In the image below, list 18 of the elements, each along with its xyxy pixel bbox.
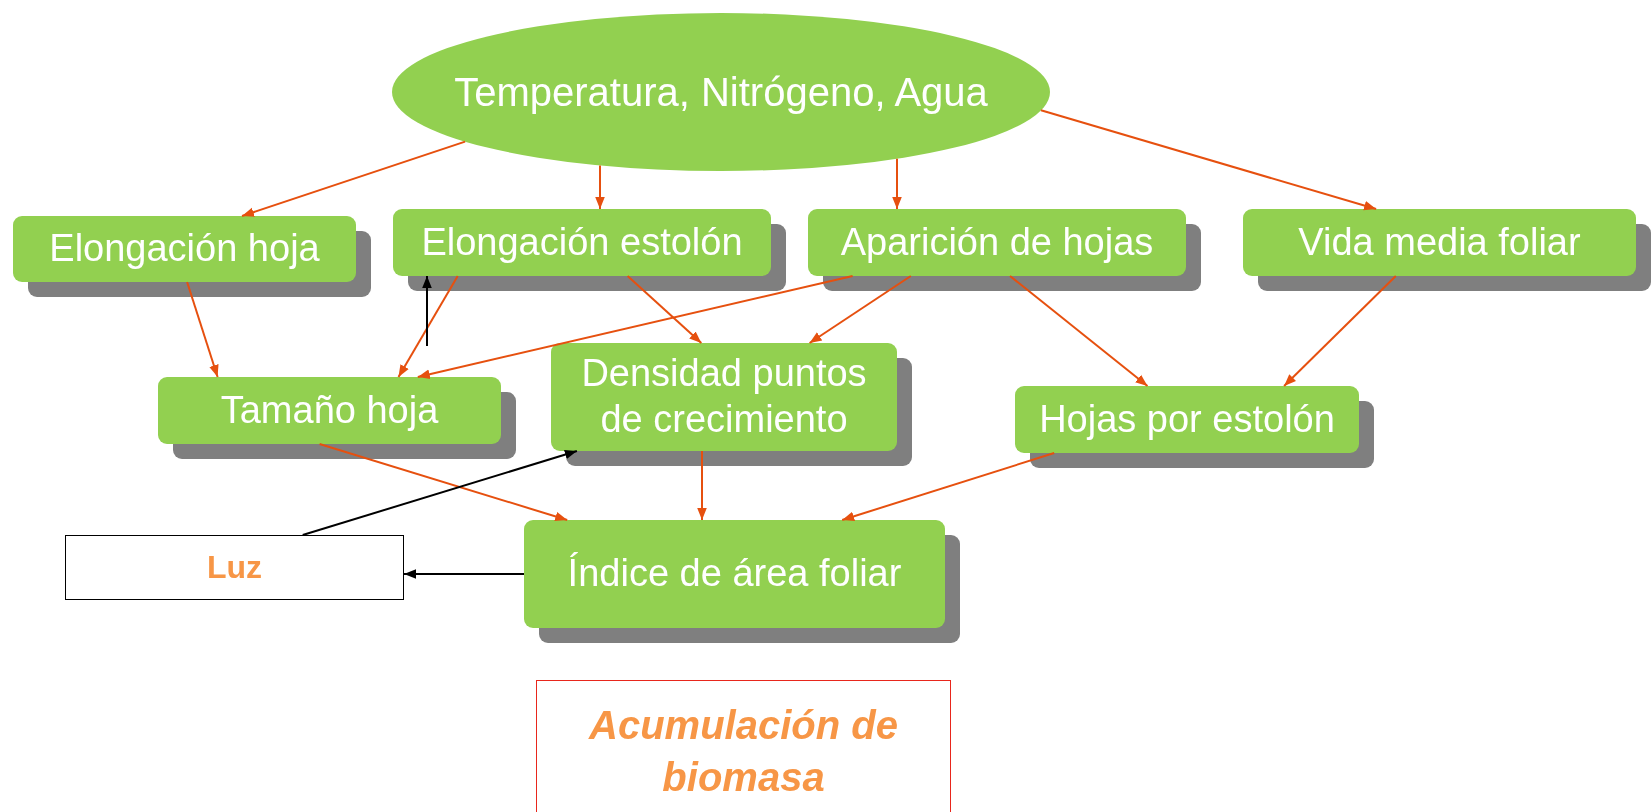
factor-ellipse — [392, 13, 1050, 171]
arrow — [841, 452, 1056, 521]
node-text: Temperatura, Nitrógeno, Agua — [454, 69, 988, 115]
arrow — [1040, 109, 1378, 211]
arrow — [301, 449, 578, 536]
arrow — [403, 569, 525, 579]
arrow — [422, 275, 432, 347]
result-box: Acumulación de biomasa — [536, 680, 951, 812]
arrow — [1283, 275, 1397, 387]
arrow — [416, 275, 854, 379]
arrow — [595, 164, 605, 210]
arrow — [697, 450, 707, 521]
arrow — [892, 157, 902, 210]
arrow — [241, 140, 467, 217]
arrow — [186, 281, 219, 378]
arrow — [397, 275, 459, 378]
arrow — [626, 275, 703, 344]
input-box: Luz — [65, 535, 404, 600]
